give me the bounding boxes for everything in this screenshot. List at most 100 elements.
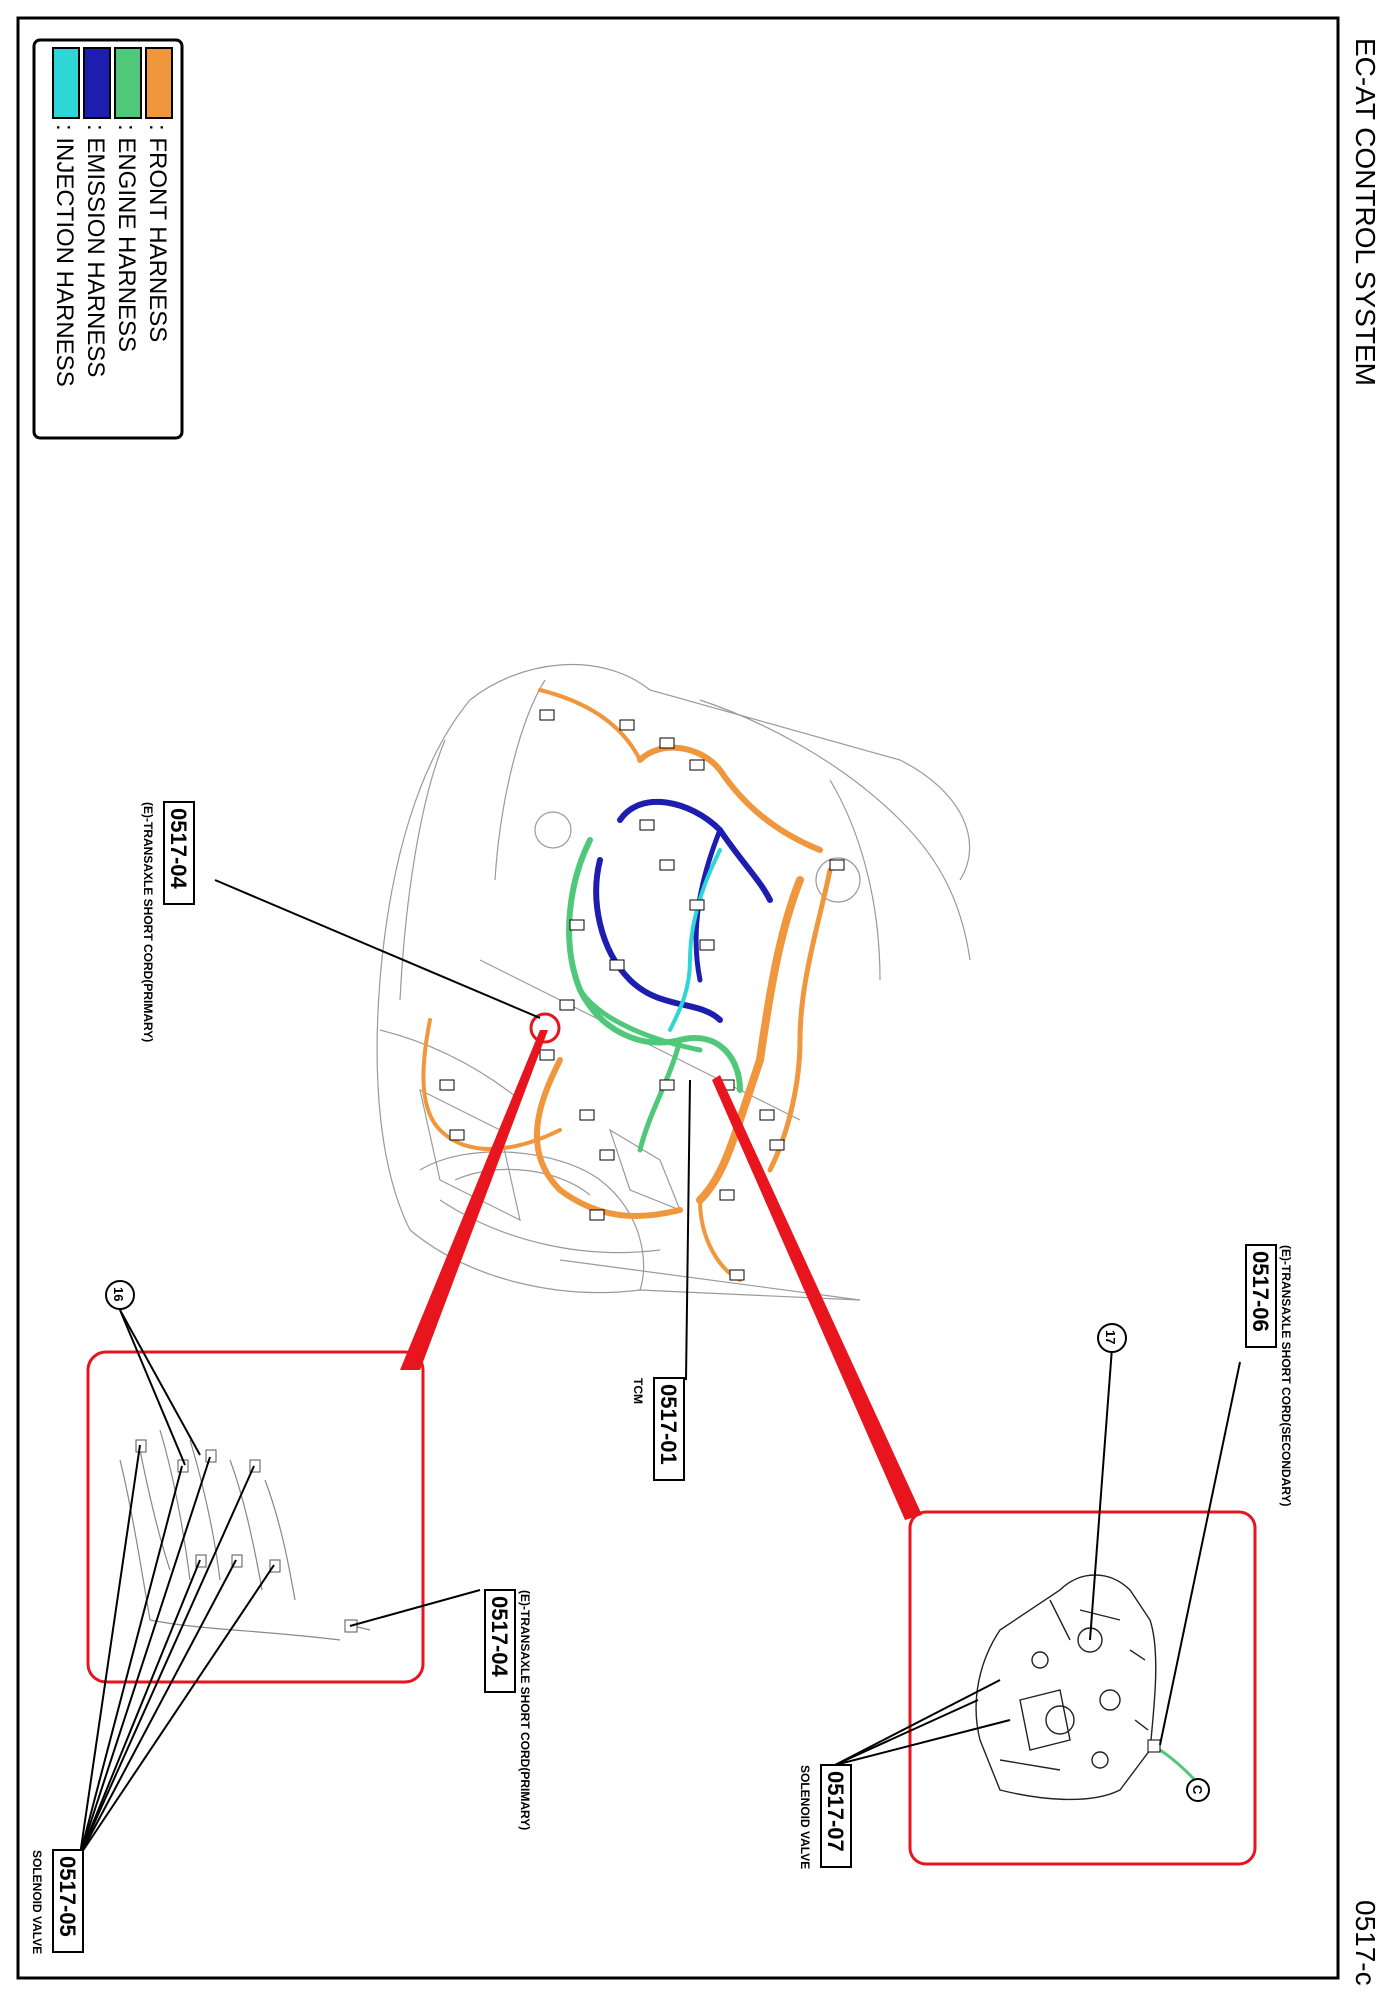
callout-desc: SOLENOID VALVE	[30, 1850, 44, 1954]
legend-swatch-emission	[83, 47, 111, 119]
connector	[689, 899, 705, 911]
short-cord-wire	[1159, 1748, 1197, 1782]
connector	[439, 1079, 455, 1091]
legend-swatch-engine	[114, 47, 142, 119]
marker-16: 16	[105, 1280, 135, 1310]
connector	[609, 959, 625, 971]
legend-label-injection: : INJECTION HARNESS	[51, 124, 78, 387]
code-box	[820, 1764, 852, 1868]
legend-label-engine: : ENGINE HARNESS	[113, 124, 140, 352]
code-box	[163, 801, 195, 905]
legend-label-front: : FRONT HARNESS	[144, 124, 171, 342]
engine-bay-outline	[376, 664, 971, 1301]
connector	[689, 759, 705, 771]
engine-harness-path	[577, 987, 703, 1053]
harness-connectors	[439, 709, 845, 1281]
front-harness-path	[421, 1018, 562, 1151]
callout-0517-01: 0517-01 TCM	[631, 1377, 685, 1481]
callout-desc: (E)-TRANSAXLE SHORT CORD(PRIMARY)	[141, 802, 155, 1042]
callout-0517-06: 0517-06 (E)-TRANSAXLE SHORT CORD(SECONDA…	[1245, 1244, 1293, 1507]
harness-legend: : FRONT HARNESS : ENGINE HARNESS : EMISS…	[32, 38, 184, 440]
code-box	[1245, 1244, 1277, 1348]
engine-harness-path	[637, 1037, 683, 1153]
emission-harness-path	[617, 798, 773, 903]
callout-0517-07: 0517-07 SOLENOID VALVE	[798, 1764, 852, 1869]
callout-0517-04-main: 0517-04 (E)-TRANSAXLE SHORT CORD(PRIMARY…	[141, 801, 195, 1042]
callout-code: 0517-04	[487, 1596, 512, 1678]
front-harness-path	[767, 867, 833, 1173]
detail-box-secondary	[834, 1347, 1257, 1866]
connector	[559, 999, 575, 1011]
code-box	[484, 1589, 516, 1693]
connector	[579, 1109, 595, 1121]
detail-beam-primary	[400, 1030, 548, 1370]
solenoid-connector	[231, 1554, 243, 1568]
marker-label: 16	[111, 1287, 126, 1301]
connector	[829, 859, 845, 871]
valve-body-outline	[975, 1574, 1157, 1801]
callout-desc: (E)-TRANSAXLE SHORT CORD(PRIMARY)	[518, 1590, 532, 1830]
leader-line-0517-04	[214, 879, 541, 1019]
connector	[659, 859, 675, 871]
callout-code: 0517-01	[656, 1384, 681, 1465]
marker-label: 17	[1103, 1330, 1118, 1344]
marker-c: C	[1186, 1778, 1210, 1802]
legend-swatch-injection	[52, 47, 80, 119]
connector	[659, 737, 675, 749]
detail-box-primary	[79, 1309, 481, 1856]
leader-line	[349, 1589, 481, 1627]
connector	[599, 1149, 615, 1161]
solenoid-connector	[135, 1439, 147, 1453]
callout-code: 0517-07	[823, 1771, 848, 1852]
marker-label: C	[1190, 1785, 1205, 1795]
legend-label-emission: : EMISSION HARNESS	[82, 124, 109, 377]
leader-line	[834, 1679, 1001, 1766]
connector	[769, 1139, 785, 1151]
leader-line	[834, 1719, 1011, 1766]
code-box	[52, 1849, 84, 1953]
detail-frame-primary	[86, 1350, 425, 1684]
connector	[759, 1109, 775, 1121]
solenoid-connector	[205, 1449, 217, 1463]
connector	[659, 1079, 675, 1091]
callout-code: 0517-04	[166, 808, 191, 890]
connector	[539, 1049, 555, 1061]
connector	[569, 919, 585, 931]
solenoid-connector	[269, 1559, 281, 1573]
connector	[589, 1209, 605, 1221]
page-code: 0517-c	[1350, 1900, 1381, 1986]
callout-desc: SOLENOID VALVE	[798, 1765, 812, 1869]
solenoid-connector	[195, 1554, 207, 1568]
leader-line-0517-01	[685, 1079, 691, 1381]
front-harness-path	[534, 1057, 683, 1219]
leader-line	[1089, 1347, 1113, 1641]
detail-origin-circle	[529, 1012, 561, 1044]
callout-0517-05: 0517-05 SOLENOID VALVE	[30, 1849, 84, 1954]
front-harness-path	[637, 744, 823, 853]
injection-harness-path	[668, 848, 722, 1032]
callout-desc: (E)-TRANSAXLE SHORT CORD(SECONDARY)	[1279, 1245, 1293, 1507]
legend-swatch-front	[145, 47, 173, 119]
connector	[639, 819, 655, 831]
callout-code: 0517-05	[55, 1856, 80, 1937]
front-harness-path	[696, 876, 804, 1204]
code-box	[653, 1377, 685, 1481]
front-harness-path	[698, 1198, 742, 1282]
connector	[539, 709, 555, 721]
page-title: EC-AT CONTROL SYSTEM	[1350, 38, 1381, 386]
connector	[719, 1189, 735, 1201]
connector	[619, 719, 635, 731]
leader-line	[119, 1309, 201, 1456]
page-frame	[16, 16, 1340, 1980]
leader-line	[119, 1309, 186, 1466]
callout-code: 0517-06	[1248, 1251, 1273, 1332]
leader-line	[834, 1699, 979, 1766]
callout-0517-04-detail: 0517-04 (E)-TRANSAXLE SHORT CORD(PRIMARY…	[484, 1589, 532, 1830]
connector	[449, 1129, 465, 1141]
legend-frame	[32, 38, 184, 440]
emission-harness-path	[593, 857, 723, 1023]
detail-beam-secondary	[712, 1075, 922, 1520]
front-harness-path	[538, 688, 642, 762]
detail-frame-secondary	[908, 1510, 1257, 1866]
